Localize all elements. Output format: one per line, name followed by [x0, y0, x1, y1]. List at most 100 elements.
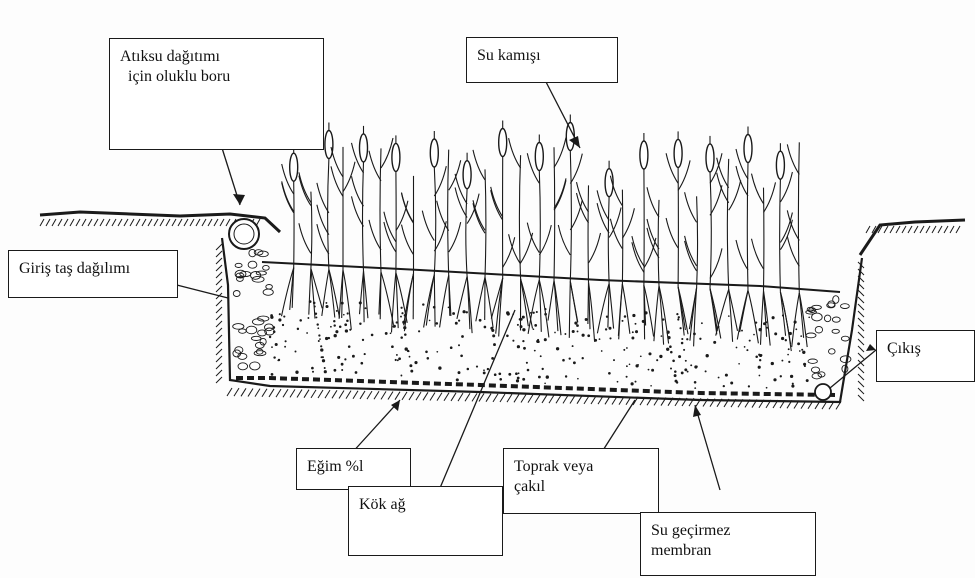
hatch-mark: [124, 219, 128, 226]
hatch-mark: [858, 325, 864, 331]
reed-stem: [485, 169, 486, 277]
gravel-dot: [467, 368, 470, 371]
gravel-dot: [562, 359, 565, 362]
gravel-dot: [400, 336, 403, 339]
gravel-dot: [605, 328, 607, 330]
reed-stem: [519, 155, 520, 279]
hatch-mark: [216, 342, 222, 348]
hatch-mark: [465, 393, 470, 401]
gravel-dot: [352, 355, 355, 358]
reed-leaf: [710, 185, 722, 215]
reed-leaf: [752, 239, 764, 269]
gravel-dot: [458, 344, 460, 346]
reed-leaf: [527, 223, 539, 253]
reed-leaf: [554, 178, 566, 208]
reed-label-text: Su kamışı: [477, 46, 607, 66]
gravel-dot: [392, 325, 394, 327]
hatch-mark: [908, 226, 912, 233]
hatch-mark: [136, 219, 140, 226]
gravel-dot: [334, 369, 337, 372]
gravel-dot: [536, 311, 538, 313]
reed-root: [440, 275, 449, 327]
membrane-label: Su geçirmez membran: [640, 512, 816, 576]
gravel-dot: [572, 330, 575, 333]
stone: [248, 261, 257, 268]
reed-leaf: [717, 158, 729, 188]
inlet-stone-label: Giriş taş dağılımı: [8, 250, 178, 298]
stone: [265, 324, 274, 331]
gravel-dot: [324, 370, 327, 373]
gravel-dot: [748, 385, 750, 387]
gravel-dot: [533, 328, 535, 330]
gravel-dot: [341, 369, 343, 371]
reed-leaf: [666, 218, 678, 248]
stone: [841, 304, 850, 309]
gravel-dot: [334, 324, 336, 326]
gravel-dot: [609, 327, 612, 330]
gravel-dot: [690, 364, 692, 366]
gravel-dot: [676, 313, 678, 315]
reed-root: [654, 286, 659, 341]
hatch-mark: [216, 377, 222, 383]
reed-head: [566, 123, 574, 151]
gravel-dot: [487, 368, 489, 370]
gravel-dot: [746, 349, 748, 351]
reed-label: Su kamışı: [466, 37, 618, 83]
hatch-mark: [269, 389, 274, 397]
gravel-dot: [476, 366, 478, 368]
gravel-dot: [320, 348, 323, 351]
hatch-mark: [932, 226, 936, 233]
gravel-dot: [335, 330, 338, 333]
hatch-mark: [858, 353, 864, 359]
hatch-mark: [346, 391, 351, 399]
stone: [266, 285, 273, 290]
gravel-dot: [515, 372, 518, 375]
gravel-dot: [344, 358, 346, 360]
stone: [256, 271, 266, 275]
gravel-dot: [694, 381, 697, 384]
soil-gravel-label: Toprak veya çakıl: [503, 448, 659, 514]
membrane-label-line1: Su geçirmez: [651, 521, 805, 541]
hatch-mark: [938, 226, 942, 233]
gravel-dot: [705, 370, 707, 372]
hatch-mark: [542, 395, 547, 403]
gravel-dot: [318, 334, 320, 336]
stone: [263, 289, 273, 295]
hatch-mark: [216, 370, 222, 376]
gravel-dot: [635, 381, 637, 383]
gravel-dot: [347, 312, 349, 314]
hatch-mark: [216, 244, 222, 250]
hatch-mark: [416, 392, 421, 400]
gravel-dot: [278, 318, 281, 321]
hatch-mark: [437, 393, 442, 401]
gravel-dot: [730, 382, 733, 385]
gravel-dot: [771, 362, 774, 365]
hatch-mark: [208, 219, 212, 226]
hatch-mark: [325, 390, 330, 398]
stone: [263, 265, 270, 270]
reed-leaf: [437, 201, 449, 231]
reed-leaf: [422, 211, 434, 241]
hatch-mark: [216, 363, 222, 369]
gravel-dot: [401, 312, 403, 314]
reed: [422, 131, 446, 328]
root-network-label-text: Kök ağ: [359, 495, 492, 515]
gravel-dot: [785, 339, 787, 341]
gravel-dot: [806, 379, 809, 382]
gravel-dot: [408, 350, 410, 352]
hatch-mark: [914, 226, 918, 233]
gravel-dot: [694, 387, 696, 389]
root-network-label: Kök ağ: [348, 486, 503, 556]
gravel-dot: [277, 360, 279, 362]
gravel-dot: [624, 315, 627, 318]
reed-leaf: [787, 236, 799, 266]
inlet-stone-zone: [233, 249, 275, 369]
hatch-mark: [276, 389, 281, 397]
hatch-mark: [255, 389, 260, 397]
reed-leaf: [343, 162, 355, 192]
hatch-mark: [556, 395, 561, 403]
reed: [647, 187, 669, 344]
hatch-mark: [160, 219, 164, 226]
hatch-mark: [262, 389, 267, 397]
hatch-mark: [166, 219, 170, 226]
